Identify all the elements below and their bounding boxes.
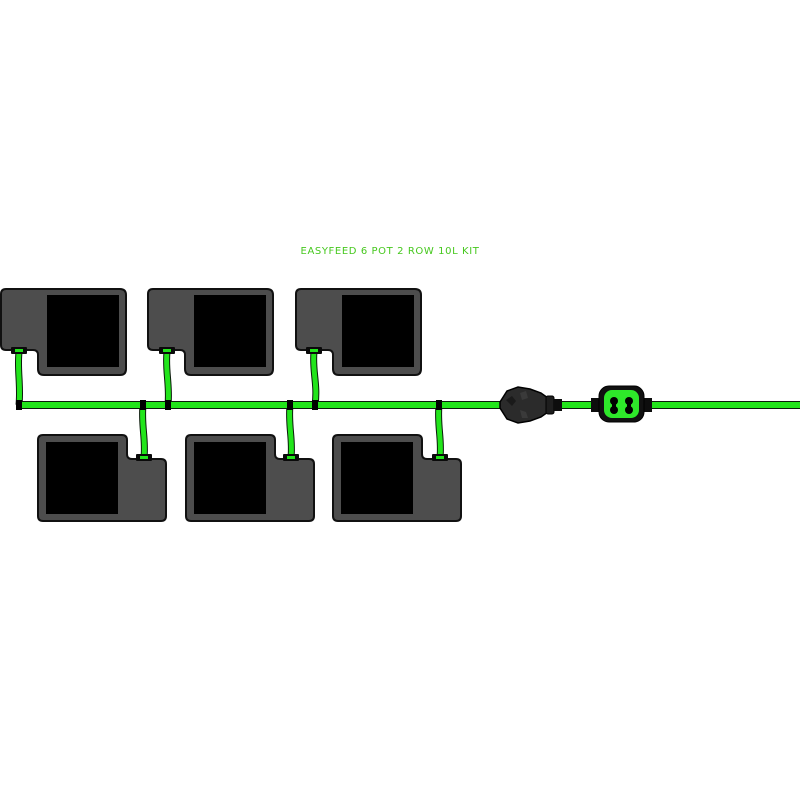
pot-top-2	[147, 288, 274, 376]
pot-bottom-3	[332, 434, 462, 522]
pot-bottom-1	[37, 434, 167, 522]
main-tube	[18, 401, 800, 409]
pot-top-1	[0, 288, 127, 376]
tap-valve-icon	[591, 385, 652, 423]
pot-top-3	[295, 288, 422, 376]
pot-bottom-2	[185, 434, 315, 522]
inline-filter-icon	[499, 386, 562, 424]
pot-inlet-connectors	[11, 347, 448, 461]
kit-title: EASYFEED 6 POT 2 ROW 10L KIT	[300, 246, 480, 257]
tee-connectors	[16, 400, 442, 410]
